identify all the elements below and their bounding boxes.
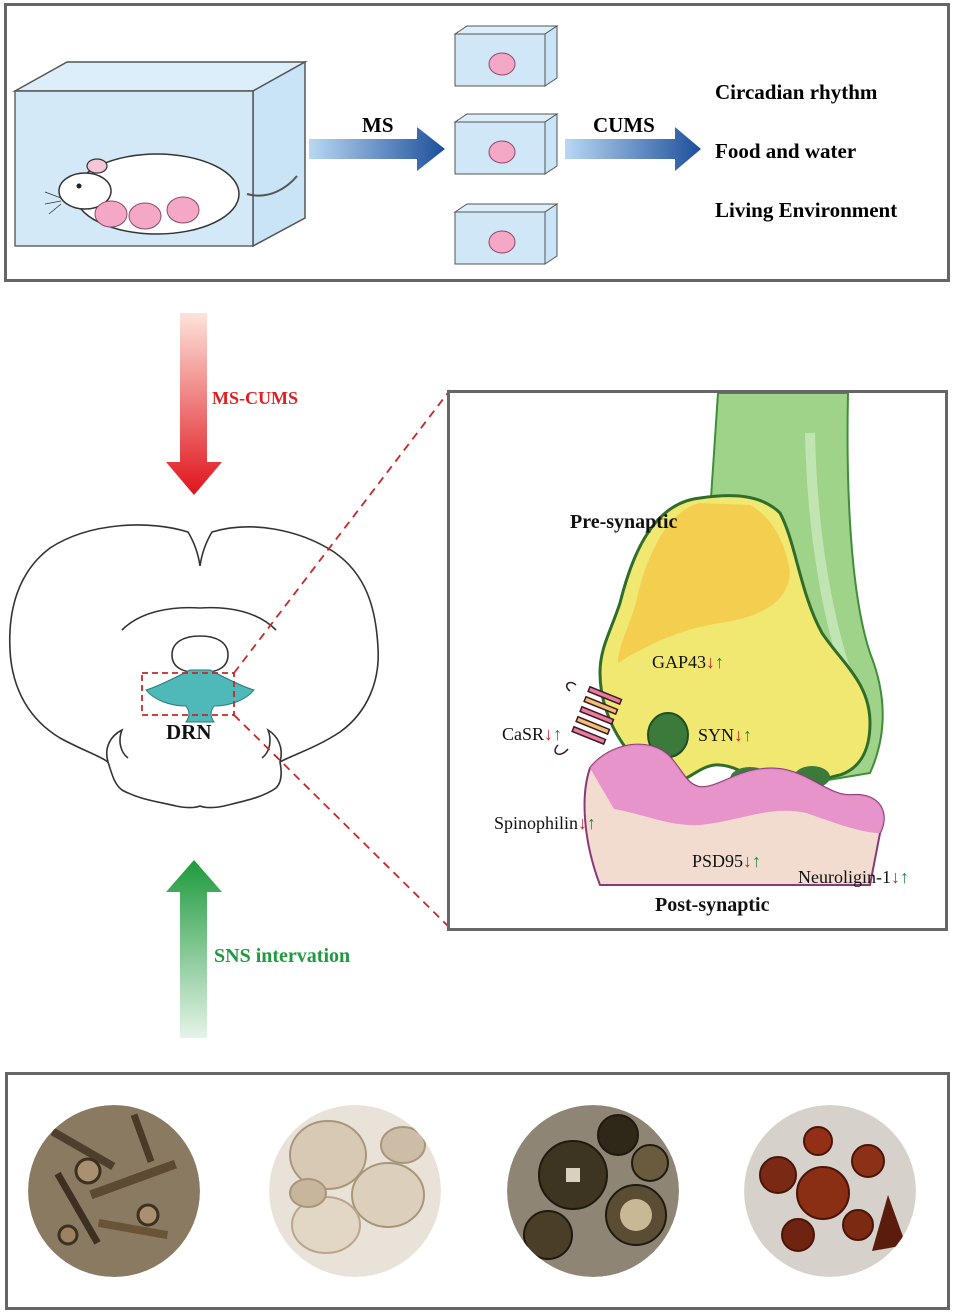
drn-label: DRN xyxy=(166,720,212,744)
marker-spinophilin: Spinophilin↓↑ xyxy=(494,813,596,833)
brain-section-diagram xyxy=(8,524,379,809)
marker-psd95: PSD95↓↑ xyxy=(692,851,761,871)
ms-arrow-label: MS xyxy=(362,113,394,137)
top-panel-graphics xyxy=(12,25,701,265)
synapse-graphics: Pre-synaptic Post-synaptic GAP43↓↑ CaSR↓… xyxy=(494,393,909,916)
pup-icon-group xyxy=(94,196,200,230)
pre-synaptic-label: Pre-synaptic xyxy=(570,511,678,533)
herb-photo-1 xyxy=(28,1105,200,1277)
post-synaptic-label: Post-synaptic xyxy=(655,894,770,916)
drn-region xyxy=(145,669,255,723)
herb-photo-4 xyxy=(744,1105,916,1277)
marker-neuroligin-1: Neuroligin-1↓↑ xyxy=(798,867,909,887)
marker-gap43: GAP43↓↑ xyxy=(652,652,724,672)
drn-selection-box xyxy=(141,672,235,716)
sns-label: SNS intervation xyxy=(214,945,351,967)
cums-arrow-label: CUMS xyxy=(593,113,655,137)
marker-syn: SYN↓↑ xyxy=(698,725,752,745)
small-cage-icon-3 xyxy=(453,203,559,265)
ms-arrow xyxy=(309,127,445,171)
synapse-panel: Pre-synaptic Post-synaptic GAP43↓↑ CaSR↓… xyxy=(447,390,948,931)
stressor-environment: Living Environment xyxy=(715,198,898,222)
zoom-line-top xyxy=(233,389,451,674)
herb-panel xyxy=(5,1072,950,1310)
casr-receptor-icon xyxy=(554,681,623,755)
small-cage-icon-1 xyxy=(453,25,559,87)
zoom-line-bottom xyxy=(233,714,451,929)
stressor-food-water: Food and water xyxy=(715,139,857,163)
cums-arrow xyxy=(565,127,701,171)
stressor-circadian: Circadian rhythm xyxy=(715,80,878,104)
marker-casr: CaSR↓↑ xyxy=(502,724,562,744)
herb-photo-3 xyxy=(507,1105,679,1277)
small-cage-icon-2 xyxy=(453,113,559,175)
top-panel: MS CUMS Circadian rhythm Food and water … xyxy=(4,3,950,282)
herb-photos xyxy=(28,1105,916,1277)
herb-photo-2 xyxy=(269,1105,441,1277)
ms-cums-label: MS-CUMS xyxy=(212,388,298,408)
